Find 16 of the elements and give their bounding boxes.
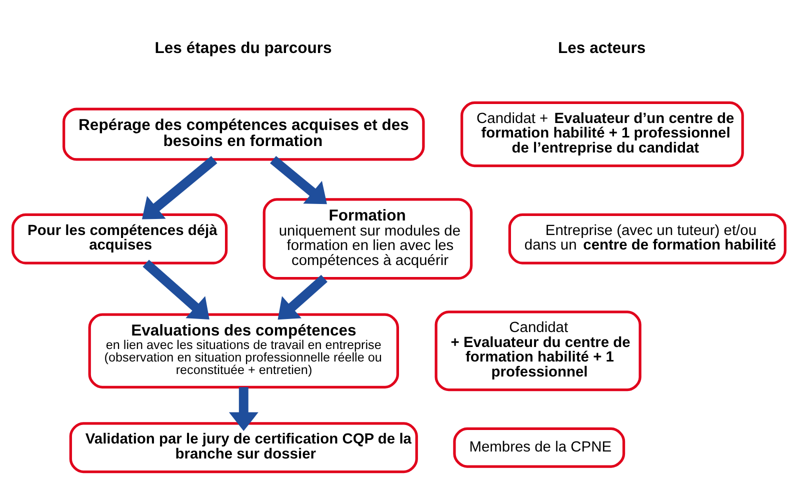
node-box: Validation par le jury de certification CQP de la branche sur dossier [69, 422, 418, 474]
arrow [142, 156, 218, 220]
node-box: Formation uniquement sur modules de formation en lien avec les compétences à acquérir [262, 198, 473, 280]
label: Les étapes du parcours [154, 40, 332, 57]
label: Les acteurs [558, 40, 646, 57]
arrow [142, 260, 210, 320]
node-box: Membres de la CPNE [453, 427, 626, 468]
arrow [270, 156, 327, 204]
node-box: Candidat + Evaluateur du centre de formation habilité + 1 professionnel [434, 310, 642, 392]
arrow [228, 387, 258, 431]
arrow [278, 274, 328, 320]
node-box: Repérage des compétences acquises et des besoins en formation [62, 108, 425, 161]
node-box: Evaluations des compétences en lien avec les situations de travail en entreprise (observation en situation professionnelle réelle ou reconstituée + entretien) [88, 313, 399, 388]
node-box: Candidat + Evaluateur d’un centre de formation habilité + 1 professionnel de l’entreprise du candidat [460, 101, 744, 168]
node-box: Entreprise (avec un tuteur) et/ou dans un centre de formation habilité [508, 213, 786, 264]
node-box: Pour les compétences déjà acquises [12, 213, 228, 264]
